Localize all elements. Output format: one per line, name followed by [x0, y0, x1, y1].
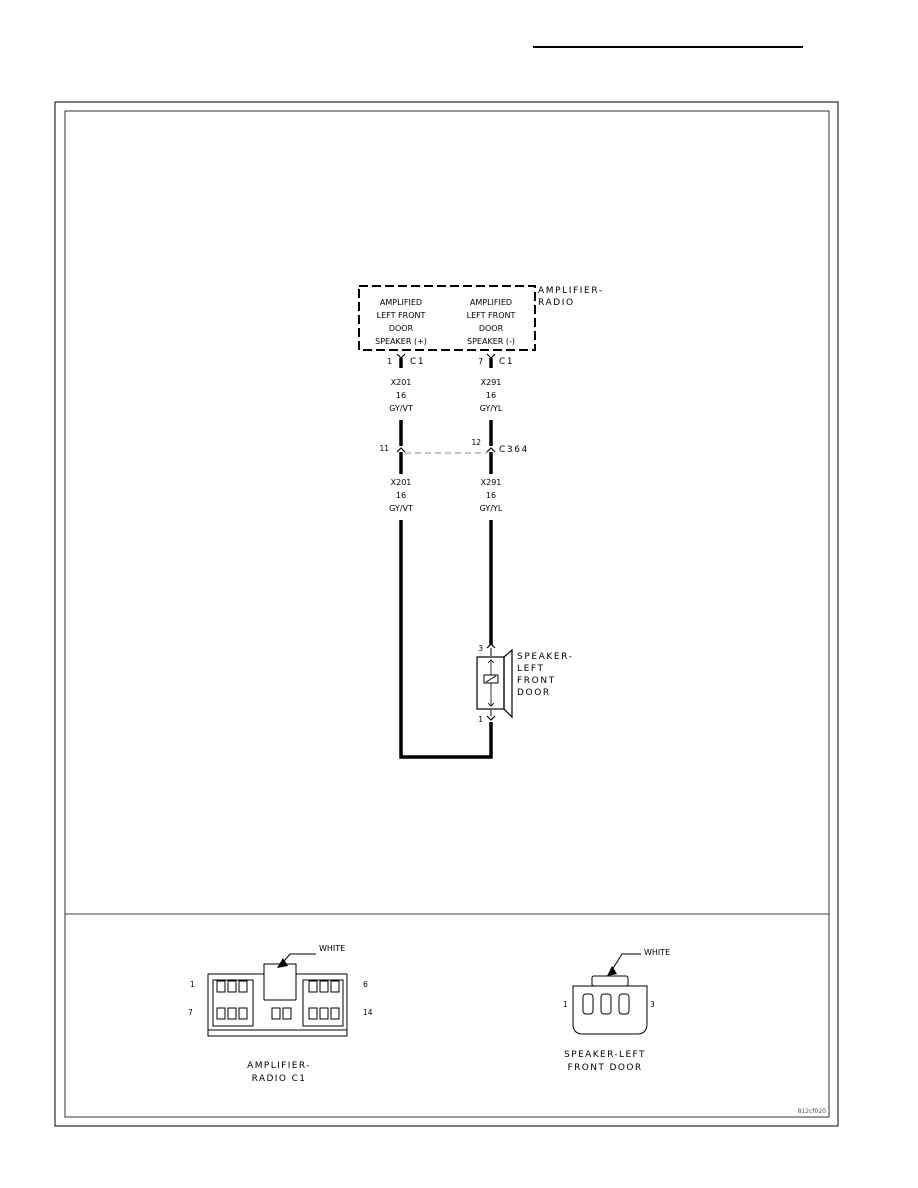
amp-c1-pin-7: 7	[188, 1008, 193, 1017]
speaker-conn-cavity	[582, 993, 594, 1015]
terminal-right-line-2: LEFT FRONT	[467, 311, 516, 320]
amplifier-name-2: RADIO	[538, 298, 575, 308]
amplifier-radio-component: AMPLIFIER- RADIO AMPLIFIED LEFT FRONT DO…	[358, 285, 604, 367]
chevron-speaker-top	[486, 643, 496, 649]
speaker-conn-color-leader	[611, 953, 641, 971]
terminal-right-line-3: DOOR	[479, 324, 504, 333]
amp-c1-cavity	[330, 1007, 340, 1020]
wire-right-lower-circuit: X291	[481, 478, 502, 487]
amp-c1-cavity	[227, 1007, 237, 1020]
amp-c1-right-block	[302, 979, 344, 1027]
inner-frame	[64, 110, 830, 1118]
amp-c1-cavity	[216, 1007, 226, 1020]
chevron-c364-right	[486, 447, 496, 453]
outer-frame	[54, 101, 839, 1127]
amp-c1-cavity	[216, 980, 226, 993]
amplifier-dashed-box	[358, 285, 536, 351]
wire-right-upper-gauge: 16	[486, 391, 496, 400]
amp-c1-cavity	[308, 980, 318, 993]
terminal-left-line-3: DOOR	[389, 324, 414, 333]
terminal-right-line-4: SPEAKER (-)	[467, 337, 515, 346]
connector-chevrons	[396, 353, 496, 721]
amp-c1-cavity	[227, 980, 237, 993]
connector-view-amplifier-c1	[207, 953, 348, 1037]
amp-c1-color-label: WHITE	[319, 944, 345, 953]
c364-pin-right: 12	[471, 438, 481, 447]
amp-c1-cavity	[238, 980, 248, 993]
wire-right-lower-color: GY/YL	[480, 504, 503, 513]
amplifier-name-1: AMPLIFIER-	[538, 286, 604, 296]
wire-left-lower-circuit: X201	[391, 478, 412, 487]
wire-left-lower-color: GY/VT	[389, 504, 413, 513]
speaker-component: 3 1 SPEAKER- LEFT FRONT DOOR	[476, 644, 574, 724]
speaker-conn-latch	[591, 975, 629, 987]
amp-c1-pin-6: 6	[363, 980, 368, 989]
amp-c1-cavity	[238, 1007, 248, 1020]
wire-left-upper-color: GY/VT	[389, 404, 413, 413]
terminal-left-line-1: AMPLIFIED	[380, 298, 422, 307]
amp-c1-pin-1: 1	[190, 980, 195, 989]
wire-left-upper-circuit: X201	[391, 378, 412, 387]
amp-connector-right: C1	[499, 357, 514, 367]
speaker-cone	[503, 648, 513, 719]
wire-x201-lower	[399, 520, 493, 759]
figure-code: 812cf020	[798, 1108, 826, 1115]
speaker-conn-pin-3: 3	[650, 1000, 655, 1009]
amp-c1-cavity	[330, 980, 340, 993]
terminal-left-line-4: SPEAKER (+)	[375, 337, 427, 346]
wire-right-upper-color: GY/YL	[480, 404, 503, 413]
wire-x201	[399, 358, 493, 759]
amp-c1-cavity	[319, 980, 329, 993]
connector-view-speaker	[572, 953, 648, 1035]
amp-pin-right: 7	[478, 357, 483, 366]
speaker-arrow-down	[487, 702, 495, 707]
amp-pin-left: 1	[387, 357, 392, 366]
chevron-amp-right	[486, 353, 496, 359]
speaker-name-1: SPEAKER-	[517, 652, 574, 662]
amp-c1-caption-1: AMPLIFIER-	[247, 1061, 311, 1071]
speaker-conn-caption-2: FRONT DOOR	[568, 1063, 643, 1073]
amp-c1-color-arrow	[277, 958, 288, 968]
amp-c1-caption-2: RADIO C1	[252, 1074, 307, 1084]
speaker-name-2: LEFT	[517, 664, 545, 674]
speaker-arrow-up	[487, 659, 495, 664]
wire-right-upper-circuit: X291	[481, 378, 502, 387]
amp-c1-cavity	[308, 1007, 318, 1020]
chevron-speaker-bottom	[486, 715, 496, 721]
speaker-conn-caption-1: SPEAKER-LEFT	[564, 1050, 646, 1060]
speaker-pin-top: 3	[478, 644, 483, 653]
speaker-coil-slash	[485, 675, 497, 683]
speaker-conn-cavity	[618, 993, 630, 1015]
terminal-right-line-1: AMPLIFIED	[470, 298, 512, 307]
wire-left-lower-gauge: 16	[396, 491, 406, 500]
amp-c1-cavity	[271, 1007, 281, 1020]
speaker-conn-cavity	[600, 993, 612, 1015]
speaker-conn-color-label: WHITE	[644, 948, 670, 957]
speaker-conn-housing	[572, 985, 648, 1035]
speaker-conn-pin-1: 1	[563, 1000, 568, 1009]
amp-connector-left: C1	[410, 357, 425, 367]
c364-name: C364	[499, 445, 529, 455]
amp-c1-cavity	[319, 1007, 329, 1020]
wire-left-upper-gauge: 16	[396, 391, 406, 400]
terminal-left-line-2: LEFT FRONT	[377, 311, 426, 320]
wire-right-lower-gauge: 16	[486, 491, 496, 500]
chevron-c364-left	[396, 447, 406, 453]
amp-c1-cavity	[282, 1007, 292, 1020]
amp-c1-pin-14: 14	[363, 1008, 373, 1017]
speaker-pin-bottom: 1	[478, 715, 483, 724]
amp-c1-left-block	[212, 979, 254, 1027]
speaker-name-3: FRONT	[517, 676, 556, 686]
speaker-conn-color-arrow	[607, 966, 617, 976]
speaker-name-4: DOOR	[517, 688, 551, 698]
c364-pin-left: 11	[379, 444, 389, 453]
chevron-amp-left	[396, 353, 406, 359]
